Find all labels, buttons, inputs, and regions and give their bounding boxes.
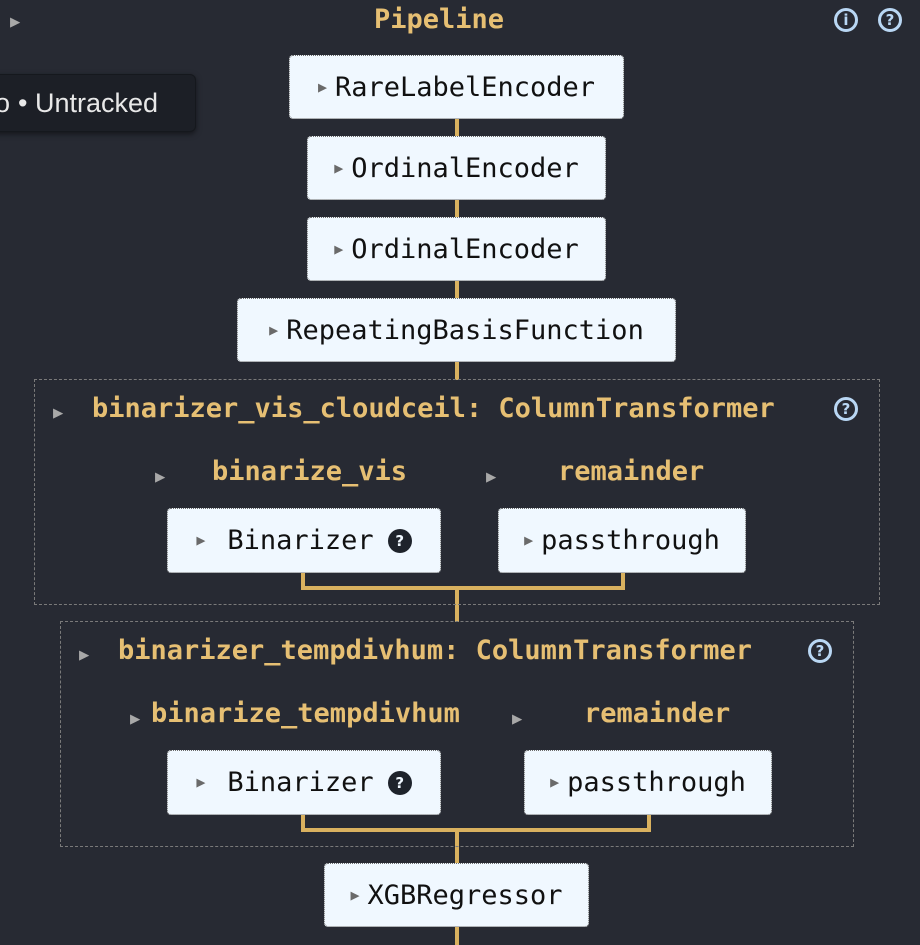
connector-line [455, 200, 459, 218]
help-icon[interactable]: ? [834, 397, 858, 421]
info-icon[interactable]: i [834, 8, 858, 32]
connector-line [455, 830, 459, 864]
help-icon[interactable]: ? [387, 528, 412, 553]
step-ordinal-encoder-1[interactable]: ▶ OrdinalEncoder [307, 136, 606, 200]
column-transformer-title[interactable]: binarizer_vis_cloudceil: ColumnTransform… [92, 393, 775, 424]
expand-toggle-icon[interactable]: ▶ [130, 709, 141, 729]
connector-line [301, 814, 305, 832]
expand-toggle-icon: ▶ [196, 773, 206, 791]
connector-line [455, 362, 459, 380]
estimator-binarizer[interactable]: ▶ Binarizer ? [167, 508, 441, 573]
connector-line [301, 572, 305, 590]
estimator-binarizer[interactable]: ▶ Binarizer ? [167, 750, 441, 815]
step-label: XGBRegressor [367, 879, 563, 911]
expand-toggle-icon: ▶ [334, 239, 344, 258]
expand-toggle-icon[interactable]: ▶ [512, 709, 523, 729]
step-label: RepeatingBasisFunction [286, 314, 644, 346]
connector-line [455, 926, 459, 945]
branch-label-binarize-tempdivhum[interactable]: binarize_tempdivhum [151, 698, 460, 729]
help-icon[interactable]: ? [387, 770, 412, 795]
connector-line [455, 588, 459, 622]
expand-toggle-icon: ▶ [550, 773, 560, 791]
expand-toggle-icon: ▶ [524, 531, 534, 549]
help-icon[interactable]: ? [808, 639, 832, 663]
step-label: OrdinalEncoder [351, 152, 579, 184]
expand-toggle-icon[interactable]: ▶ [79, 645, 90, 665]
column-transformer-container [34, 379, 880, 605]
step-rare-label-encoder[interactable]: ▶ RareLabelEncoder [289, 55, 624, 119]
branch-label-binarize-vis[interactable]: binarize_vis [212, 456, 408, 487]
estimator-passthrough[interactable]: ▶ passthrough [524, 750, 772, 815]
pipeline-title[interactable]: Pipeline [374, 4, 505, 35]
connector-line [455, 118, 459, 138]
column-transformer-container [60, 621, 854, 847]
expand-toggle-icon[interactable]: ▶ [155, 467, 166, 487]
estimator-passthrough[interactable]: ▶ passthrough [498, 508, 746, 573]
column-transformer-title[interactable]: binarizer_tempdivhum: ColumnTransformer [118, 635, 752, 666]
step-label: OrdinalEncoder [351, 233, 579, 265]
connector-line [647, 814, 651, 832]
connector-line [621, 572, 625, 590]
step-label: RareLabelEncoder [334, 71, 596, 103]
expand-toggle-icon: ▶ [350, 885, 360, 904]
connector-line [455, 281, 459, 299]
step-label: Binarizer [227, 525, 374, 556]
help-icon[interactable]: ? [878, 8, 902, 32]
tooltip-status-icon: o [0, 87, 11, 118]
connector-line [301, 586, 625, 590]
expand-toggle-icon: ▶ [196, 531, 206, 549]
branch-label-remainder[interactable]: remainder [584, 698, 731, 729]
branch-label-remainder[interactable]: remainder [558, 456, 705, 487]
expand-toggle-icon[interactable]: ▶ [10, 12, 21, 32]
status-tooltip: o • Untracked [0, 74, 196, 132]
tooltip-text: • Untracked [18, 87, 159, 118]
step-repeating-basis-function[interactable]: ▶ RepeatingBasisFunction [237, 298, 676, 362]
expand-toggle-icon: ▶ [334, 158, 344, 177]
step-ordinal-encoder-2[interactable]: ▶ OrdinalEncoder [307, 217, 606, 281]
step-label: passthrough [541, 525, 720, 556]
step-xgb-regressor[interactable]: ▶ XGBRegressor [324, 863, 589, 927]
step-label: passthrough [567, 767, 746, 798]
expand-toggle-icon: ▶ [269, 320, 279, 339]
expand-toggle-icon[interactable]: ▶ [53, 403, 64, 423]
expand-toggle-icon: ▶ [317, 77, 327, 96]
expand-toggle-icon[interactable]: ▶ [486, 467, 497, 487]
step-label: Binarizer [227, 767, 374, 798]
connector-line [301, 828, 651, 832]
